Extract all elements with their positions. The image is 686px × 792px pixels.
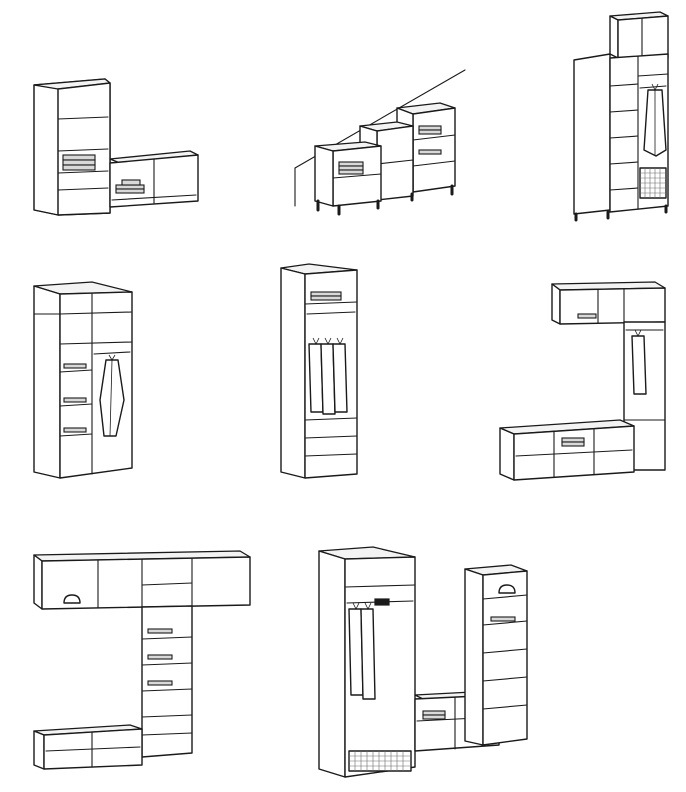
illustration-sloped-ceiling-steps [285,68,475,218]
illustration-tall-wardrobe-basket [570,10,680,222]
illustration-full-wardrobe-wall [315,545,535,780]
illustration-double-column-hanging [30,280,140,480]
illustration-wall-cabinets-combo [30,545,260,770]
illustration-corner-bench-combo [30,75,200,220]
illustration-hallway-bench-hanging [499,280,670,485]
illustration-single-column-drawers [277,262,367,482]
